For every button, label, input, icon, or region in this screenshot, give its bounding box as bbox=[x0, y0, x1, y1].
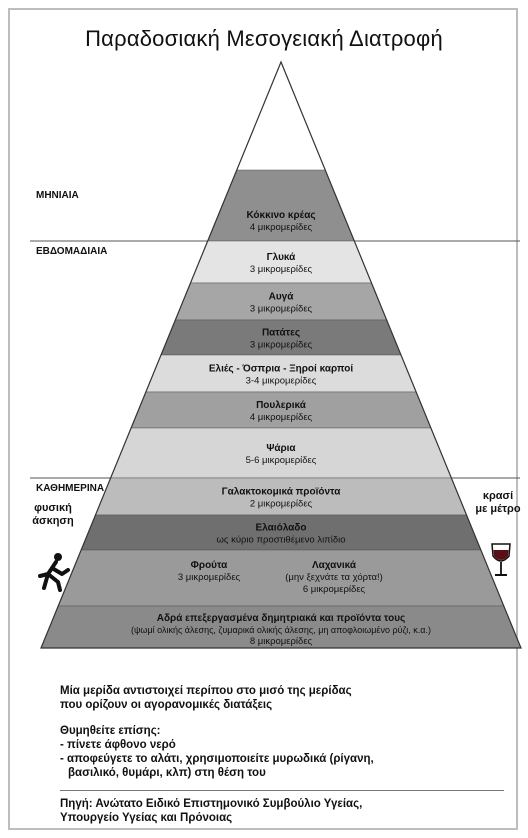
wine-label-line-2: με μέτρο bbox=[475, 503, 521, 515]
running-person-icon bbox=[38, 553, 70, 592]
tier-name: Αδρά επεξεργασμένα δημητριακά και προϊόν… bbox=[157, 613, 406, 624]
exercise-label-line-1: φυσική bbox=[34, 502, 72, 514]
exercise-label-line-2: άσκηση bbox=[32, 515, 74, 527]
tier-servings: 3 μικρομερίδες bbox=[250, 264, 313, 275]
tier-name: Ψάρια bbox=[266, 443, 296, 454]
exercise-label: φυσική άσκηση bbox=[30, 502, 76, 528]
period-monthly: ΜΗΝΙΑΙΑ bbox=[36, 190, 79, 201]
tier-servings: 2 μικρομερίδες bbox=[250, 499, 313, 510]
period-weekly: ΕΒΔΟΜΑΔΙΑΙΑ bbox=[36, 246, 108, 257]
pyramid-tier bbox=[57, 549, 505, 607]
tier-name: Αυγά bbox=[269, 292, 295, 303]
tier-name: Ελαιόλαδο bbox=[256, 523, 307, 534]
wine-glass-icon bbox=[491, 543, 511, 576]
source-line-2: Υπουργείο Υγείας και Πρόνοιας bbox=[60, 812, 233, 824]
wine-label: κρασί με μέτρο bbox=[468, 490, 528, 516]
source-note: Πηγή: Ανώτατο Ειδικό Επιστημονικό Συμβού… bbox=[60, 797, 362, 825]
tier-note-vegetables: (μην ξεχνάτε τα χόρτα!) bbox=[285, 572, 383, 583]
serving-note-line-2: που ορίζουν οι αγορανομικές διατάξεις bbox=[60, 699, 273, 711]
remember-note: Θυμηθείτε επίσης: - πίνετε άφθονο νερό -… bbox=[60, 724, 374, 780]
remember-title: Θυμηθείτε επίσης: bbox=[60, 725, 161, 737]
tier-servings-vegetables: 6 μικρομερίδες bbox=[303, 584, 366, 595]
tier-name: Πουλερικά bbox=[256, 400, 307, 411]
tier-servings: 5-6 μικρομερίδες bbox=[246, 455, 317, 466]
source-divider bbox=[60, 790, 504, 791]
wine-label-line-1: κρασί bbox=[482, 490, 514, 502]
tier-servings: 3-4 μικρομερίδες bbox=[246, 376, 317, 387]
tier-note: (ψωμί ολικής άλεσης, ζυμαρικά ολικής άλε… bbox=[131, 625, 431, 635]
tier-name-vegetables: Λαχανικά bbox=[312, 560, 357, 571]
tier-name: Πατάτες bbox=[262, 328, 300, 339]
serving-note-line-1: Μία μερίδα αντιστοιχεί περίπου στο μισό … bbox=[60, 685, 352, 697]
tier-servings: ως κύριο προστιθέμενο λιπίδιο bbox=[216, 535, 345, 546]
tier-name: Κόκκινο κρέας bbox=[246, 210, 315, 221]
tier-servings-fruits: 3 μικρομερίδες bbox=[178, 572, 241, 583]
pyramid-outline bbox=[40, 60, 522, 649]
tier-servings: 8 μικρομερίδες bbox=[250, 636, 313, 647]
page-title: Παραδοσιακή Μεσογειακή Διατροφή bbox=[85, 26, 443, 51]
tier-name-fruits: Φρούτα bbox=[191, 560, 229, 571]
tier-name: Ελιές - Όσπρια - Ξηροί καρποί bbox=[209, 364, 354, 375]
source-line-1: Πηγή: Ανώτατο Ειδικό Επιστημονικό Συμβού… bbox=[60, 798, 363, 810]
tier-servings: 4 μικρομερίδες bbox=[250, 222, 313, 233]
serving-note: Μία μερίδα αντιστοιχεί περίπου στο μισό … bbox=[60, 684, 352, 712]
tier-servings: 3 μικρομερίδες bbox=[250, 340, 313, 351]
tier-servings: 4 μικρομερίδες bbox=[250, 412, 313, 423]
tier-name: Γλυκά bbox=[267, 252, 296, 263]
tier-name: Γαλακτοκομικά προϊόντα bbox=[222, 487, 342, 498]
remember-item-2: - αποφεύγετε το αλάτι, χρησιμοποιείτε μυ… bbox=[60, 753, 374, 765]
period-daily: ΚΑΘΗΜΕΡΙΝΑ bbox=[36, 483, 105, 494]
tier-servings: 3 μικρομερίδες bbox=[250, 304, 313, 315]
remember-item-3: βασιλικό, θυμάρι, κλπ) στη θέση του bbox=[68, 767, 266, 779]
remember-item-1: - πίνετε άφθονο νερό bbox=[60, 739, 176, 751]
